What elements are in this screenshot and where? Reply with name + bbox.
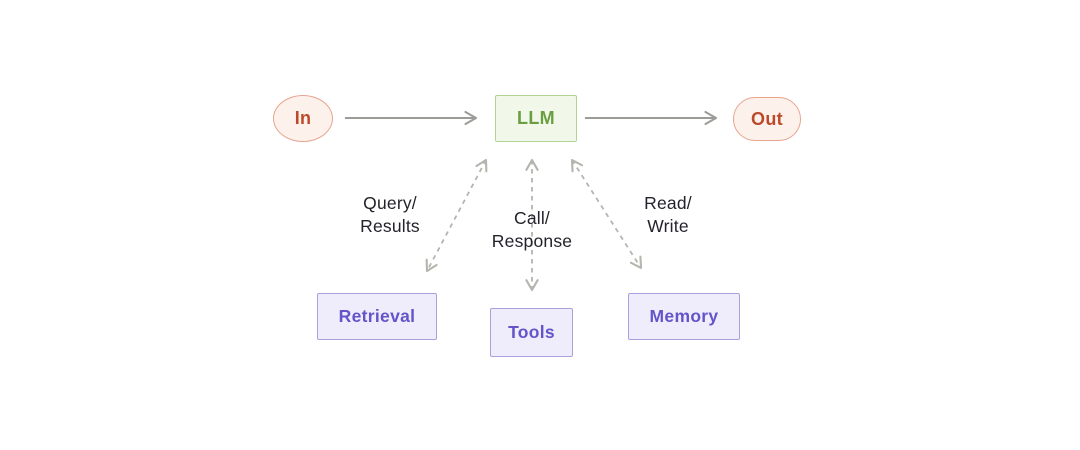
node-llm-label: LLM: [517, 108, 555, 128]
node-llm: LLM: [495, 95, 577, 142]
edge-label-line: Read/: [644, 193, 692, 213]
edge-label-line: Query/: [363, 193, 417, 213]
edge-label-query-results: Query/ Results: [338, 192, 442, 238]
node-retrieval: Retrieval: [317, 293, 437, 340]
edge-label-read-write: Read/ Write: [626, 192, 710, 238]
node-out: Out: [733, 97, 801, 141]
edge-label-line: Write: [647, 216, 689, 236]
edge-label-line: Response: [491, 231, 573, 251]
node-in-label: In: [294, 108, 312, 128]
node-tools: Tools: [490, 308, 573, 357]
edge-llm-memory: [570, 158, 643, 270]
edge-label-call-response: Call/ Response: [477, 207, 587, 253]
node-out-label: Out: [751, 108, 783, 129]
edge-llm-retrieval: [425, 158, 488, 273]
node-in: In: [273, 95, 333, 142]
node-memory: Memory: [628, 293, 740, 340]
node-memory-label: Memory: [649, 306, 719, 326]
node-retrieval-label: Retrieval: [338, 306, 416, 326]
edge-label-line: Call/: [513, 208, 550, 228]
node-tools-label: Tools: [508, 322, 555, 342]
edge-label-line: Results: [360, 216, 420, 236]
